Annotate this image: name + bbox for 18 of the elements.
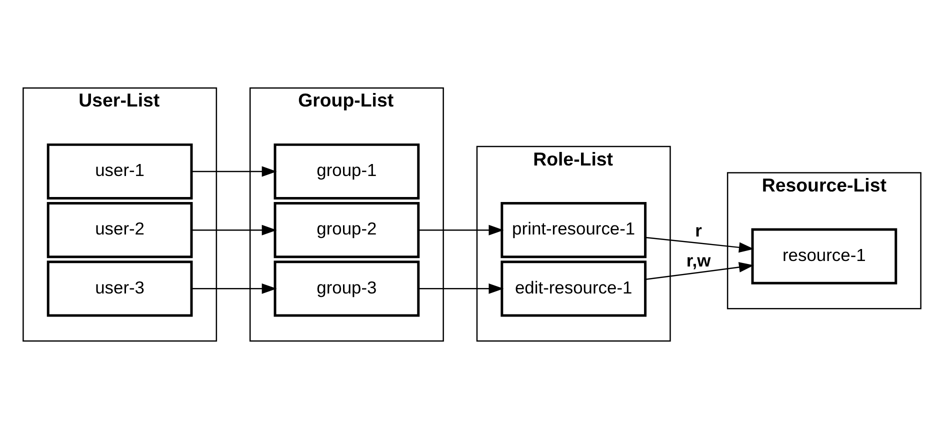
node-box: user-1 xyxy=(46,143,193,200)
node-box: user-2 xyxy=(46,202,193,258)
node-box: resource-1 xyxy=(751,228,898,284)
node-box: edit-resource-1 xyxy=(500,260,647,317)
arrow xyxy=(192,166,277,177)
arrow xyxy=(646,236,754,253)
arrow xyxy=(646,262,754,280)
edge-label: r,w xyxy=(686,250,711,270)
node-box: group-1 xyxy=(274,143,420,200)
arrow xyxy=(418,224,504,236)
node-box: user-3 xyxy=(46,260,193,317)
node-box: group-3 xyxy=(274,260,420,317)
node-box: group-2 xyxy=(274,202,420,258)
arrow xyxy=(192,224,277,236)
arrow xyxy=(418,283,504,294)
node-box: print-resource-1 xyxy=(500,202,647,258)
edge-label: r xyxy=(695,220,702,241)
arrow xyxy=(192,283,277,294)
